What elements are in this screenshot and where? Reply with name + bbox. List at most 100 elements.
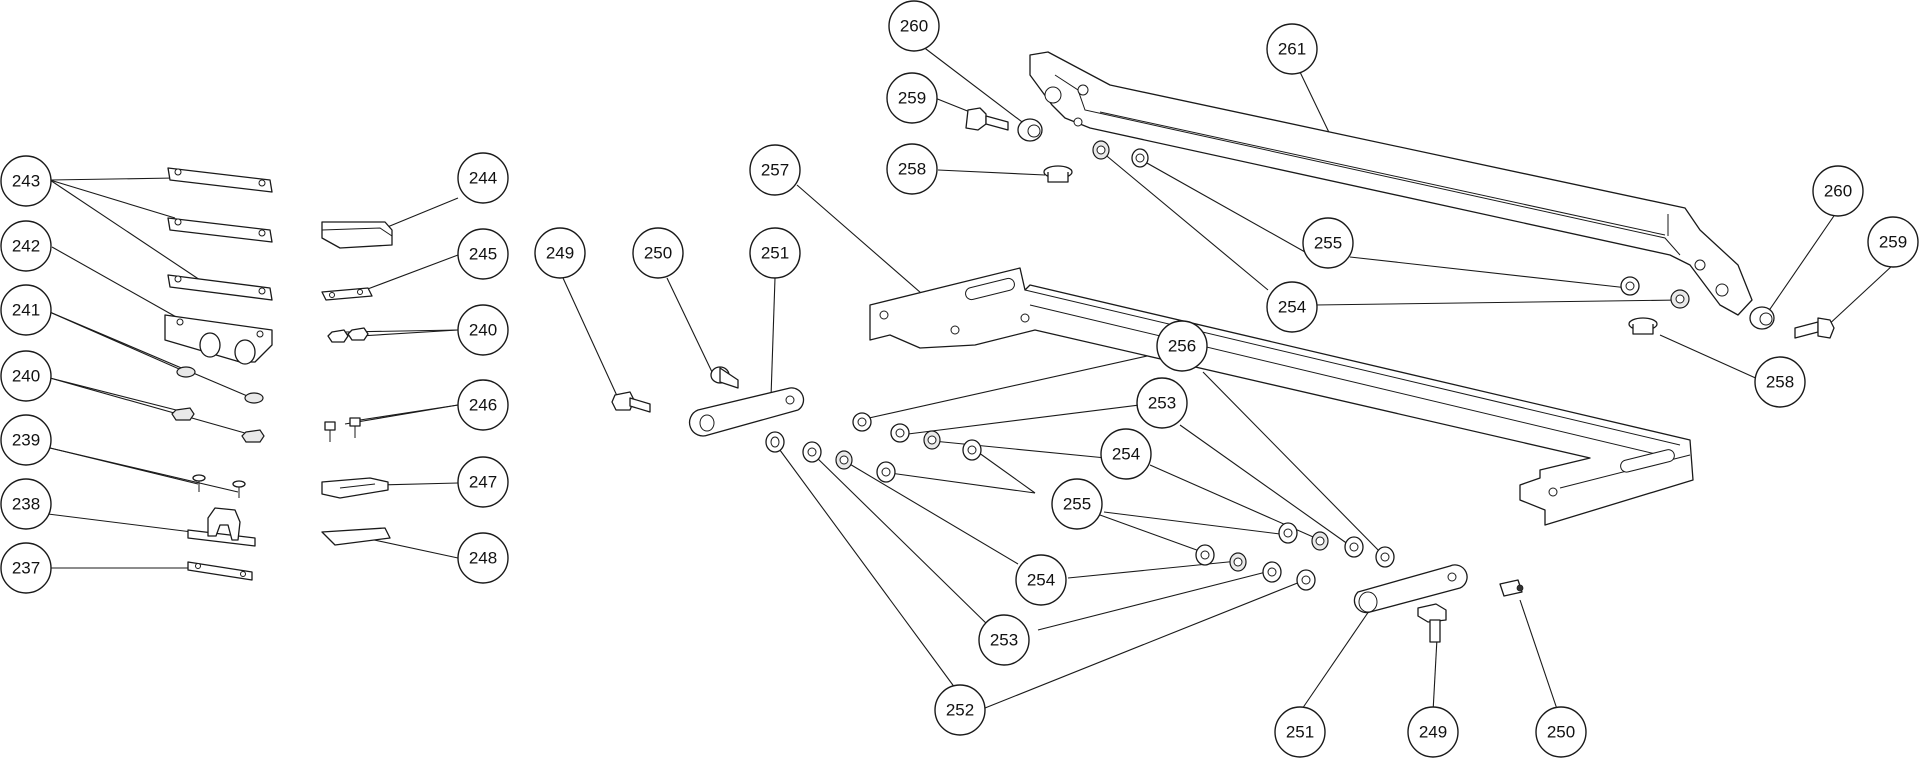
bushing-260-right bbox=[1749, 306, 1775, 330]
callout-label: 254 bbox=[1112, 445, 1140, 464]
callout-label: 240 bbox=[469, 321, 497, 340]
callout-249-left: 249 bbox=[534, 227, 586, 279]
callout-label: 243 bbox=[12, 172, 40, 191]
parts-drawing bbox=[164, 51, 1835, 643]
callout-label: 253 bbox=[1148, 394, 1176, 413]
callout-243: 243 bbox=[0, 155, 52, 207]
callout-label: 254 bbox=[1027, 571, 1055, 590]
callout-250-left: 250 bbox=[632, 227, 684, 279]
callout-255-mid: 255 bbox=[1051, 478, 1103, 530]
washer-253-left-b bbox=[802, 441, 822, 463]
washer-253-left-a bbox=[890, 423, 910, 443]
callout-259-right: 259 bbox=[1867, 216, 1919, 268]
bolt-259-top bbox=[965, 107, 1009, 131]
callout-label: 249 bbox=[546, 244, 574, 263]
lockwasher-254-right-b bbox=[1311, 531, 1329, 551]
plate-245 bbox=[321, 287, 373, 301]
callout-label: 257 bbox=[761, 161, 789, 180]
callout-label: 251 bbox=[1286, 723, 1314, 742]
callout-255-top: 255 bbox=[1302, 217, 1354, 269]
frame-256 bbox=[869, 267, 1694, 526]
screws-239 bbox=[192, 474, 246, 498]
plate-237 bbox=[187, 561, 253, 581]
callout-label: 244 bbox=[469, 169, 497, 188]
nut-255-right bbox=[1195, 544, 1215, 566]
plate-248 bbox=[321, 527, 391, 546]
callout-256: 256 bbox=[1156, 320, 1208, 372]
callout-254-top: 254 bbox=[1266, 281, 1318, 333]
callout-254-low: 254 bbox=[1015, 554, 1067, 606]
callout-247: 247 bbox=[457, 456, 509, 508]
screws-246 bbox=[324, 417, 361, 442]
callout-label: 256 bbox=[1168, 337, 1196, 356]
nut-255-left-a bbox=[962, 439, 982, 461]
link-251-right bbox=[1353, 564, 1468, 614]
callout-label: 246 bbox=[469, 396, 497, 415]
callout-251-bottom: 251 bbox=[1274, 706, 1326, 758]
callout-label: 239 bbox=[12, 431, 40, 450]
washer-253-right-a bbox=[1344, 536, 1364, 558]
callout-249-bottom: 249 bbox=[1407, 706, 1459, 758]
leader-lines bbox=[44, 45, 1894, 713]
arm-261 bbox=[1029, 51, 1753, 316]
callout-label: 254 bbox=[1278, 298, 1306, 317]
callout-242: 242 bbox=[0, 220, 52, 272]
callout-237: 237 bbox=[0, 542, 52, 594]
callout-244: 244 bbox=[457, 152, 509, 204]
nuts-240-left bbox=[171, 407, 265, 443]
callout-258-top: 258 bbox=[886, 143, 938, 195]
callout-253-top: 253 bbox=[1136, 377, 1188, 429]
callout-241: 241 bbox=[0, 284, 52, 336]
callout-label: 240 bbox=[12, 367, 40, 386]
callout-label: 238 bbox=[12, 495, 40, 514]
bracket-242 bbox=[164, 314, 273, 365]
callout-label: 260 bbox=[1824, 182, 1852, 201]
callout-label: 250 bbox=[1547, 723, 1575, 742]
bolt-249-left bbox=[611, 391, 651, 413]
callout-label: 251 bbox=[761, 244, 789, 263]
washers-241 bbox=[176, 366, 264, 404]
lockwasher-254-left-b bbox=[835, 450, 853, 470]
callout-240-right: 240 bbox=[457, 304, 509, 356]
washer-252-right bbox=[1296, 569, 1316, 591]
flange-nut-258-right bbox=[1628, 317, 1658, 335]
lockwasher-254-right-a bbox=[1278, 522, 1298, 544]
callout-245: 245 bbox=[457, 228, 509, 280]
callout-label: 250 bbox=[644, 244, 672, 263]
callout-254-mid: 254 bbox=[1100, 428, 1152, 480]
flange-nut-258-top bbox=[1043, 165, 1073, 183]
washer-256-left bbox=[852, 412, 872, 432]
callout-label: 248 bbox=[469, 549, 497, 568]
callout-246: 246 bbox=[457, 379, 509, 431]
callout-248: 248 bbox=[457, 532, 509, 584]
pin-250-left bbox=[710, 366, 739, 389]
bolt-249-right bbox=[1417, 603, 1447, 643]
callout-253-low: 253 bbox=[978, 614, 1030, 666]
plates-243 bbox=[167, 167, 273, 301]
washer-253-right-b bbox=[1262, 561, 1282, 583]
block-244 bbox=[321, 221, 393, 249]
callout-label: 255 bbox=[1063, 495, 1091, 514]
washers-top bbox=[1092, 140, 1690, 309]
callout-251-left: 251 bbox=[749, 227, 801, 279]
washer-256-right bbox=[1375, 546, 1395, 568]
callout-label: 242 bbox=[12, 237, 40, 256]
callout-252: 252 bbox=[934, 684, 986, 736]
callout-260-right: 260 bbox=[1812, 165, 1864, 217]
link-251-left bbox=[688, 387, 805, 437]
callout-label: 249 bbox=[1419, 723, 1447, 742]
lockwasher-254-right-c bbox=[1229, 552, 1247, 572]
callout-label: 237 bbox=[12, 559, 40, 578]
lockwasher-254-left-a bbox=[923, 430, 941, 450]
nut-255-left-b bbox=[876, 461, 896, 483]
bushing-260-top bbox=[1017, 118, 1043, 142]
callout-label: 259 bbox=[1879, 233, 1907, 252]
callout-label: 247 bbox=[469, 473, 497, 492]
callout-label: 253 bbox=[990, 631, 1018, 650]
block-247 bbox=[321, 477, 389, 499]
callout-label: 260 bbox=[900, 17, 928, 36]
callout-label: 258 bbox=[1766, 373, 1794, 392]
callout-label: 245 bbox=[469, 245, 497, 264]
callout-239: 239 bbox=[0, 414, 52, 466]
